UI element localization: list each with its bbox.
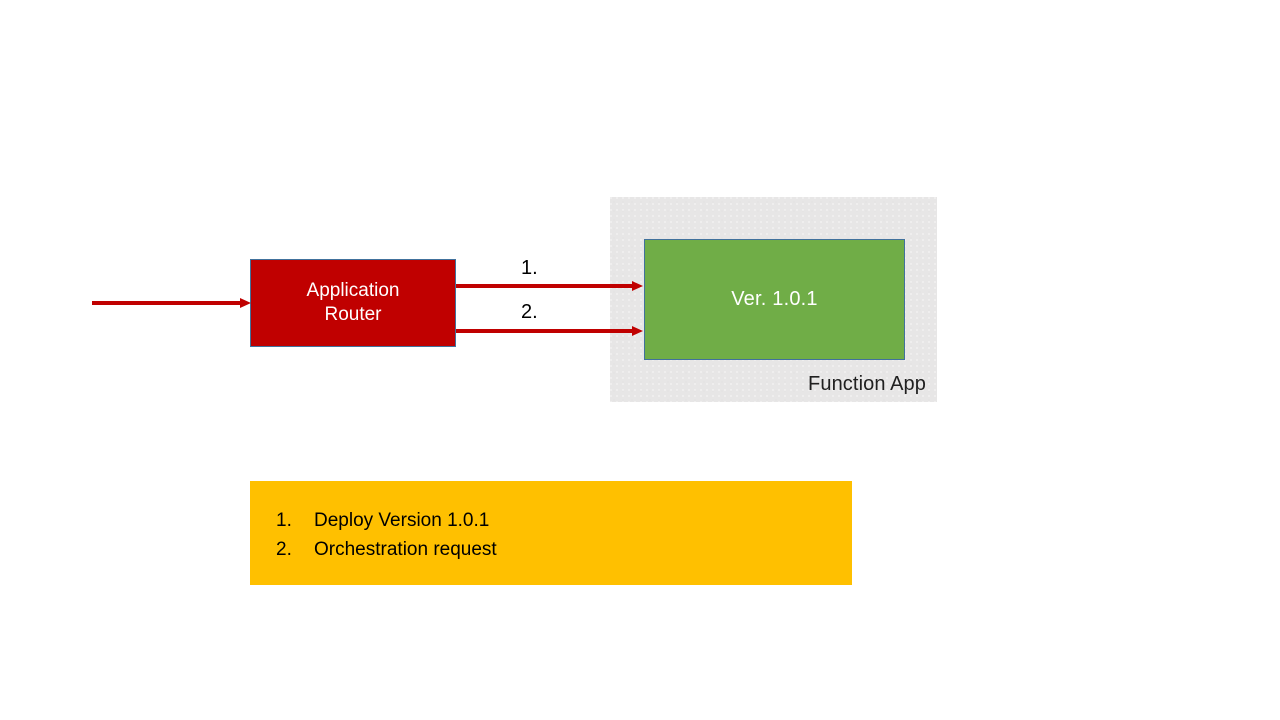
legend-item: 2. Orchestration request — [276, 535, 842, 564]
inbound-arrow — [92, 298, 251, 308]
step-two-arrow-head — [632, 326, 643, 336]
version-box: Ver. 1.0.1 — [644, 239, 905, 360]
application-router-label-line2: Router — [324, 304, 382, 325]
step-one-arrow-shaft — [456, 284, 632, 288]
inbound-arrow-head — [240, 298, 251, 308]
legend-item: 1. Deploy Version 1.0.1 — [276, 506, 842, 535]
step-two-arrow — [456, 326, 643, 336]
application-router-box: Application Router — [250, 259, 456, 347]
step-one-arrow — [456, 281, 643, 291]
step-two-label: 2. — [521, 301, 538, 323]
step-one-arrow-head — [632, 281, 643, 291]
legend-list: 1. Deploy Version 1.0.1 2. Orchestration… — [276, 506, 842, 564]
legend-item-text: Deploy Version 1.0.1 — [314, 510, 490, 531]
step-two-arrow-shaft — [456, 329, 632, 333]
legend-item-text: Orchestration request — [314, 539, 497, 561]
inbound-arrow-shaft — [92, 301, 240, 305]
legend-item-marker: 1. — [276, 510, 292, 531]
legend-box: 1. Deploy Version 1.0.1 2. Orchestration… — [250, 481, 852, 585]
legend-item-marker: 2. — [276, 539, 292, 561]
function-app-label: Function App — [808, 373, 926, 395]
step-one-label: 1. — [521, 257, 538, 279]
application-router-label-line1: Application — [306, 280, 400, 302]
version-box-label: Ver. 1.0.1 — [731, 288, 818, 310]
